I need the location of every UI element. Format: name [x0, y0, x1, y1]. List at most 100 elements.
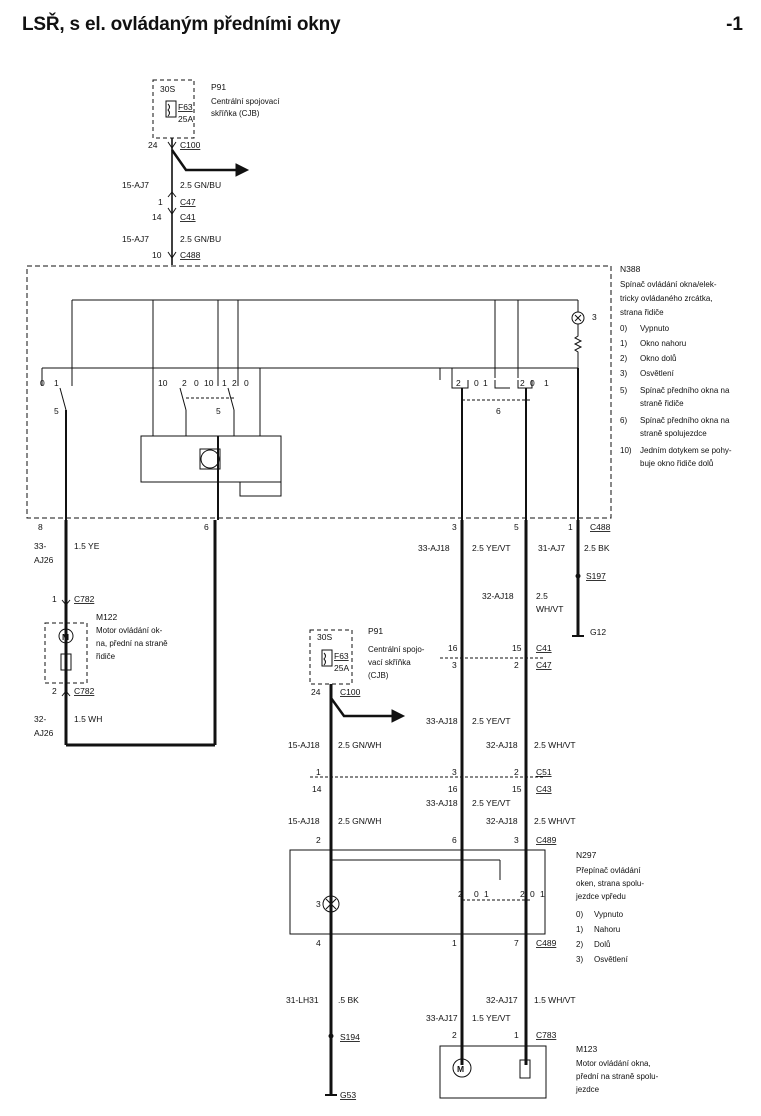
pin-label: 2	[514, 767, 519, 777]
pin-label: 1	[514, 1030, 519, 1040]
lamp-icon-2	[322, 895, 340, 913]
page-number: -1	[726, 14, 743, 35]
p91-top-desc-2: skříňka (CJB)	[211, 109, 260, 118]
circuit-label: 32-AJ18	[486, 740, 518, 750]
branch-wire	[170, 149, 236, 172]
m122-code: M122	[96, 612, 118, 622]
circuit-label: 33-AJ18	[426, 798, 458, 808]
connector-label: C100	[340, 687, 361, 697]
circuit-label: 31-LH31	[286, 995, 319, 1005]
p91-bottom-code: P91	[368, 626, 383, 636]
wire-label: 2.5 YE/VT	[472, 716, 511, 726]
switch-pos: 0	[530, 889, 535, 899]
n388-code: N388	[620, 264, 641, 274]
pin-label: 4	[316, 938, 321, 948]
wire-label: 1.5 WH	[74, 714, 102, 724]
svg-text:Nahoru: Nahoru	[594, 925, 620, 934]
svg-text:10): 10)	[620, 446, 632, 455]
wire-label: 2.5 GN/BU	[180, 234, 221, 244]
wire-label: 1.5 YE	[74, 541, 100, 551]
pin-label: 16	[448, 784, 458, 794]
svg-text:Spínač předního okna na: Spínač předního okna na	[640, 386, 730, 395]
p91-top-code: P91	[211, 82, 226, 92]
p91-bottom-desc: Centrální spojo-	[368, 645, 425, 654]
switch-pos: 2	[182, 378, 187, 388]
pin-label: 1	[158, 197, 163, 207]
switch-pos: 10	[204, 378, 214, 388]
circuit-label: 32-AJ18	[486, 816, 518, 826]
circuit-label: 15-AJ7	[122, 234, 149, 244]
pin-label: 3	[452, 522, 457, 532]
switch-pos: 2	[232, 378, 237, 388]
switch-num: 5	[216, 406, 221, 416]
lamp-num: 3	[592, 312, 597, 322]
pin-label: 1	[452, 938, 457, 948]
switch-pos: 1	[540, 889, 545, 899]
svg-text:1): 1)	[620, 339, 627, 348]
p91-top-pin: 24	[148, 140, 158, 150]
wire-label: 2.5 WH/VT	[534, 740, 576, 750]
connector-c47-chevron	[167, 191, 177, 198]
svg-text:1): 1)	[576, 925, 583, 934]
m122-desc: na, přední na straně	[96, 639, 168, 648]
p91-top-box	[152, 79, 195, 139]
circuit-label: 15-AJ18	[288, 740, 320, 750]
p91-bottom-desc: (CJB)	[368, 671, 389, 680]
connector-label: C488	[590, 522, 611, 532]
wire-label: 2.5 GN/WH	[338, 740, 381, 750]
svg-text:Osvětlení: Osvětlení	[640, 369, 675, 378]
splice-s197-icon	[575, 573, 581, 579]
connector-label: C47	[180, 197, 196, 207]
pin-label: 10	[152, 250, 162, 260]
circuit-label: 33-AJ18	[418, 543, 450, 553]
circuit-label: AJ26	[34, 728, 54, 738]
wire-label: 2.5 BK	[584, 543, 610, 553]
n297-desc: oken, strana spolu-	[576, 879, 644, 888]
switch-pos: 0	[40, 378, 45, 388]
wire-label: 2.5 YE/VT	[472, 798, 511, 808]
wire-label: 1.5 YE/VT	[472, 1013, 511, 1023]
resistor-icon	[573, 324, 583, 368]
svg-text:straně spolujezdce: straně spolujezdce	[640, 429, 707, 438]
svg-text:Okno dolů: Okno dolů	[640, 354, 676, 363]
svg-text:0): 0)	[576, 910, 583, 919]
svg-text:buje okno řidiče dolů: buje okno řidiče dolů	[640, 459, 713, 468]
pin-label: 2	[514, 660, 519, 670]
pin-label: 15	[512, 643, 522, 653]
connector-label: C51	[536, 767, 552, 777]
connector-label: C489	[536, 938, 557, 948]
svg-text:3): 3)	[620, 369, 627, 378]
circuit-label: 33-	[34, 541, 46, 551]
p91-top-amp: 25A	[178, 114, 193, 124]
pin-label: 6	[452, 835, 457, 845]
switch-pos: 2	[520, 378, 525, 388]
connector-label: C47	[536, 660, 552, 670]
pin-label: 14	[152, 212, 162, 222]
p91-bottom-amp: 25A	[334, 663, 349, 673]
switch-pos: 1	[483, 378, 488, 388]
m123-desc: přední na straně spolu-	[576, 1072, 659, 1081]
motor-icon	[58, 628, 74, 644]
m123-code: M123	[576, 1044, 598, 1054]
connector-label: C783	[536, 1030, 557, 1040]
pin-label: 1	[52, 594, 57, 604]
pin-label: 6	[204, 522, 209, 532]
one-touch-module	[140, 435, 282, 483]
splice-s194-icon	[328, 1033, 334, 1039]
svg-text:5): 5)	[620, 386, 627, 395]
p91-bottom-box	[309, 629, 353, 685]
circuit-label: 15-AJ7	[122, 180, 149, 190]
connector-c782-bot	[61, 690, 71, 697]
n297-desc: Přepínač ovládání	[576, 866, 641, 875]
circuit-label: 32-	[34, 714, 46, 724]
wire-label: .5 BK	[338, 995, 359, 1005]
connector-c41-chevron	[167, 207, 177, 215]
switch-pos: 1	[544, 378, 549, 388]
switch-pos: 2	[520, 889, 525, 899]
arrow-icon	[235, 163, 250, 177]
p91-top-fuse: F63	[178, 102, 193, 112]
n388-desc: strana řidiče	[620, 308, 664, 317]
wire-label: 2.5 WH/VT	[534, 816, 576, 826]
connector-label: C488	[180, 250, 201, 260]
wire-label: 2.5 GN/WH	[338, 816, 381, 826]
